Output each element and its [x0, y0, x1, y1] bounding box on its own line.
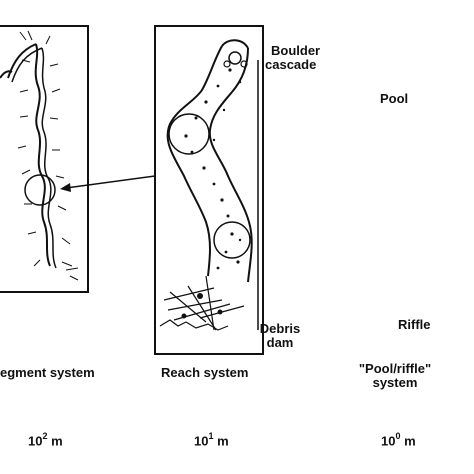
- pool-riffle-scale-base: 10: [381, 433, 396, 449]
- debris-dam-line2: dam: [266, 335, 294, 350]
- segment-scale-unit: m: [51, 433, 63, 449]
- reach-scale-exp: 1: [208, 431, 214, 441]
- segment-scale-exp: 2: [42, 431, 48, 441]
- segment-scale-base: 10: [28, 433, 43, 449]
- arrow-to-segment: [60, 175, 156, 192]
- reach-scale-unit: m: [217, 433, 229, 449]
- pool-riffle-system-line2: system: [372, 375, 418, 390]
- debris-dam-line1: Debris: [259, 321, 301, 336]
- reach-scale-base: 10: [194, 433, 209, 449]
- segment-scale: 102 m: [28, 430, 63, 448]
- boulder-cascade-line2: cascade: [265, 57, 317, 72]
- pool-riffle-system-label: "Pool/riffle" system: [355, 362, 435, 390]
- segment-system-label: egment system: [0, 365, 95, 380]
- pool-riffle-scale-exp: 0: [395, 431, 401, 441]
- pool-label: Pool: [380, 91, 409, 106]
- riffle-label: Riffle: [398, 317, 431, 332]
- reach-scale: 101 m: [194, 430, 229, 448]
- boulder-cascade-line1: Boulder: [271, 43, 321, 58]
- segment-panel: [0, 25, 89, 293]
- pool-riffle-scale-unit: m: [404, 433, 416, 449]
- reach-panel: [154, 25, 264, 355]
- debris-dam-label: Debris dam: [258, 322, 302, 350]
- pool-riffle-scale: 100 m: [381, 430, 416, 448]
- boulder-cascade-label: Boulder cascade: [265, 44, 320, 72]
- reach-system-label: Reach system: [161, 365, 249, 380]
- pool-riffle-system-line1: "Pool/riffle": [358, 361, 432, 376]
